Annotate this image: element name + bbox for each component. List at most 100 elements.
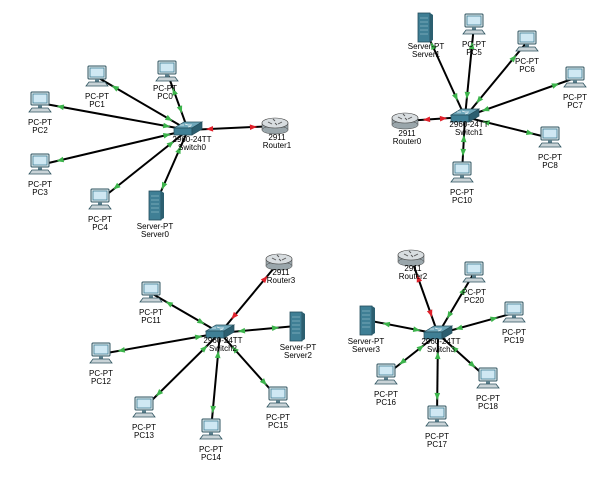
link-switch2-pc14[interactable] bbox=[210, 332, 221, 431]
device-name-label: PC5 bbox=[466, 48, 482, 57]
link-status-marker bbox=[194, 334, 203, 341]
link-switch1-pc8[interactable] bbox=[464, 116, 551, 139]
device-model-label: PC-PT bbox=[153, 84, 177, 93]
server-icon bbox=[148, 190, 164, 221]
link-status-marker bbox=[422, 116, 431, 123]
link-status-marker bbox=[113, 182, 121, 190]
link-status-marker bbox=[460, 134, 467, 143]
link-status-marker bbox=[416, 345, 425, 352]
device-model-label: PC-PT bbox=[502, 328, 526, 337]
device-model-label: PC-PT bbox=[85, 92, 109, 101]
link-status-marker bbox=[155, 389, 164, 397]
device-name-label: PC6 bbox=[519, 65, 535, 74]
pc-icon bbox=[462, 13, 486, 35]
link-status-marker bbox=[459, 287, 466, 296]
device-name-label: PC15 bbox=[268, 421, 289, 430]
link-switch1-server1[interactable] bbox=[423, 26, 466, 118]
link-switch2-router3[interactable] bbox=[219, 261, 280, 334]
devices-layer: PC-PTPC0PC-PTPC1PC-PTPC2PC-PTPC3PC-PTPC4… bbox=[28, 12, 587, 462]
link-status-marker bbox=[434, 392, 441, 401]
pc-icon bbox=[139, 281, 163, 303]
device-name-label: PC12 bbox=[91, 377, 112, 386]
pc-icon bbox=[85, 65, 109, 87]
link-switch0-pc0[interactable] bbox=[166, 71, 189, 131]
device-name-label: PC3 bbox=[32, 188, 48, 197]
link-switch2-pc11[interactable] bbox=[150, 292, 221, 334]
pc-icon bbox=[462, 261, 486, 283]
device-model-label: 2911 bbox=[272, 268, 290, 277]
link-status-marker bbox=[165, 301, 174, 308]
device-model-label: PC-PT bbox=[28, 180, 52, 189]
link-status-marker bbox=[476, 95, 484, 104]
device-model-label: 2960-24TT bbox=[172, 135, 211, 144]
device-name-label: PC4 bbox=[92, 223, 108, 232]
device-model-label: 2960-24TT bbox=[203, 336, 242, 345]
link-switch1-pc6[interactable] bbox=[464, 41, 528, 118]
link-switch3-pc17[interactable] bbox=[436, 333, 439, 418]
link-status-marker bbox=[210, 405, 217, 414]
link-status-marker bbox=[412, 326, 421, 332]
device-model-label: 2911 bbox=[398, 129, 416, 138]
pc-icon bbox=[502, 301, 526, 323]
link-switch3-router2[interactable] bbox=[410, 257, 439, 335]
link-status-marker bbox=[237, 327, 246, 334]
device-model-label: PC-PT bbox=[515, 57, 539, 66]
link-status-marker bbox=[214, 350, 221, 359]
link-status-marker bbox=[551, 83, 560, 89]
pc-icon bbox=[155, 60, 179, 82]
link-switch0-router1[interactable] bbox=[187, 125, 276, 131]
pc-icon bbox=[88, 188, 112, 210]
switch-icon bbox=[422, 325, 454, 340]
link-switch0-pc3[interactable] bbox=[39, 129, 189, 166]
link-status-marker bbox=[509, 54, 517, 63]
device-name-label: PC1 bbox=[89, 100, 105, 109]
link-status-marker bbox=[426, 309, 433, 318]
link-status-markers-layer bbox=[56, 41, 560, 414]
link-switch3-pc20[interactable] bbox=[437, 272, 475, 335]
link-switch1-pc5[interactable] bbox=[464, 24, 475, 118]
device-name-label: PC18 bbox=[478, 402, 499, 411]
link-status-marker bbox=[200, 345, 208, 353]
pc-icon bbox=[450, 161, 474, 183]
link-status-marker bbox=[175, 146, 181, 155]
link-status-marker bbox=[447, 310, 454, 319]
pc-icon bbox=[89, 342, 113, 364]
link-switch2-pc15[interactable] bbox=[219, 332, 279, 399]
link-status-marker bbox=[439, 115, 448, 122]
link-status-marker bbox=[249, 124, 258, 130]
pc-icon bbox=[132, 396, 156, 418]
